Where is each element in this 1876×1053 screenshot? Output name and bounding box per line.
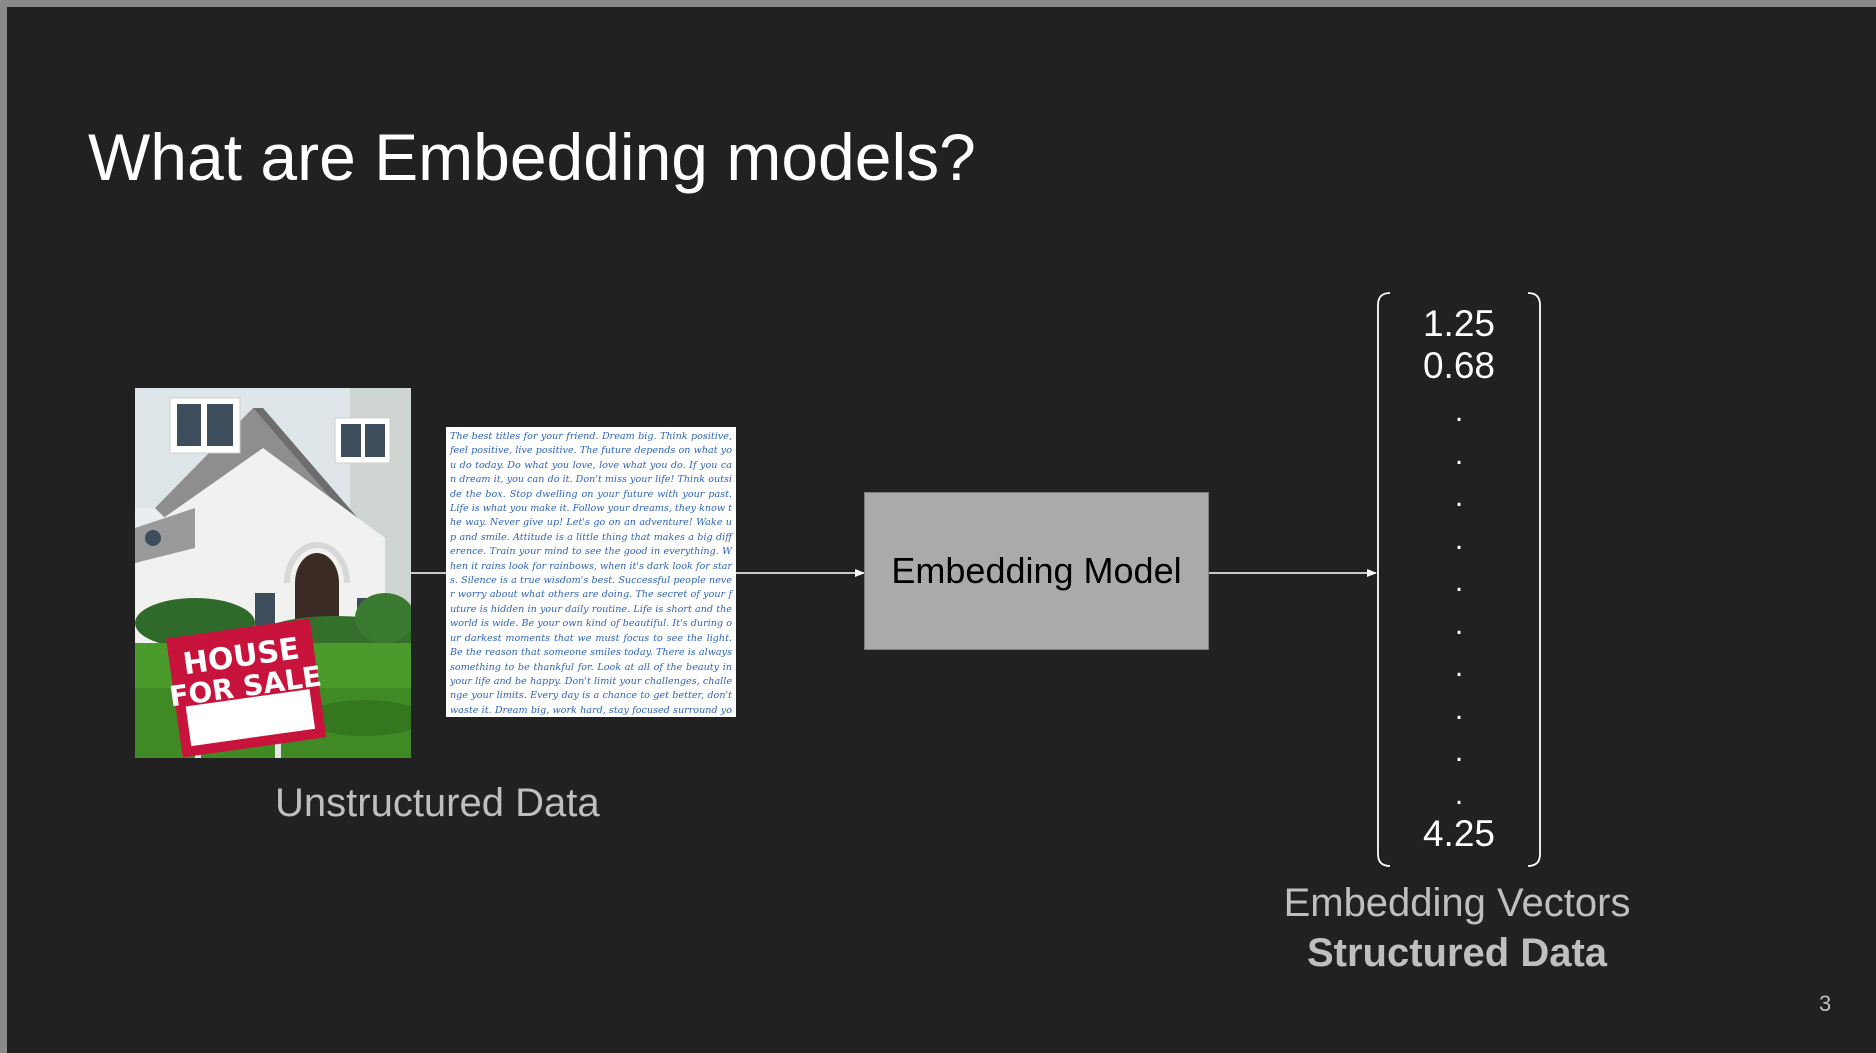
embedding-vector: 1.25 0.68 .......... 4.25 [1377,292,1541,867]
house-illustration: HOUSE FOR SALE [135,388,411,758]
house-for-sale-image: HOUSE FOR SALE [135,388,411,758]
vector-dot: . [1454,565,1464,598]
structured-data-caption: Structured Data [1306,931,1608,975]
vector-dot: . [1454,607,1464,641]
embedding-model-label: Embedding Model [891,550,1182,591]
vector-dot: . [1454,777,1464,811]
handwritten-text-image: The best titles for your friend. Dream b… [446,427,736,717]
vector-bracket-icon [1377,292,1541,867]
vector-dot: . [1454,437,1464,471]
vector-dot: . [1454,735,1464,768]
vector-dot: . [1454,480,1464,513]
unstructured-data-caption: Unstructured Data [275,781,600,825]
embedding-model-box: Embedding Model [864,492,1209,650]
vector-dot: . [1454,650,1464,683]
slide: What are Embedding models? [7,7,1876,1053]
vector-dot: . [1454,692,1464,726]
slide-title: What are Embedding models? [88,120,976,194]
vector-value: 0.68 [1422,345,1495,386]
vector-dot: . [1454,395,1464,428]
handwritten-text: The best titles for your friend. Dream b… [450,431,732,716]
embedding-vectors-caption: Embedding Vectors [1283,881,1631,925]
page-number: 3 [1819,991,1832,1016]
vector-value: 1.25 [1422,303,1495,344]
vector-dot: . [1454,522,1464,556]
vector-value: 4.25 [1422,813,1495,854]
flow-arrows [411,569,1377,577]
